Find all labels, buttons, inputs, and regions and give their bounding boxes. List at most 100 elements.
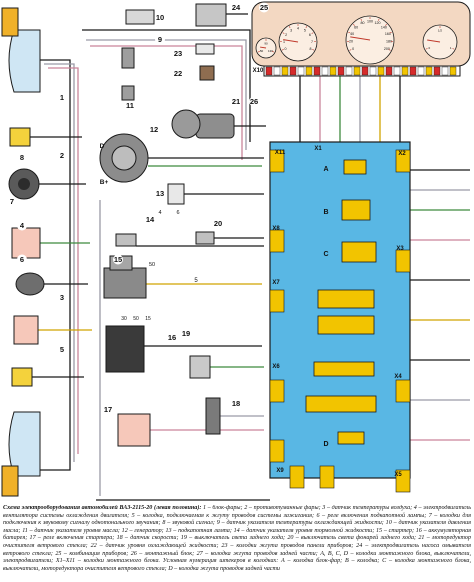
underhood-lamp [167,183,185,205]
mb-connector-6 [305,395,377,413]
headlight-left-bottom [8,411,41,477]
component-badge-20 [213,218,223,229]
battery [105,325,145,373]
wire-2 [48,67,79,454]
tachometer-tickmark-6 [311,32,314,34]
speedometer-tick-5: 100 [367,20,373,24]
wire-10 [86,39,247,150]
connector-label-X6: X6 [272,364,280,370]
mb-connector-0 [343,159,367,175]
tachometer-tick-5: 5 [304,28,306,32]
speedometer-tickmark-8 [389,31,392,34]
tachometer-tick-1: 1 [283,40,285,44]
temp-sensor [125,9,155,25]
mb-connector-2 [341,241,377,263]
cluster-pin-12 [361,66,369,76]
mb-pin-4 [269,439,285,463]
mb-pin-5 [395,149,411,173]
temp-gauge-needle [259,46,267,49]
component-badge-1 [57,92,67,103]
speedometer-tick-3: 60 [354,25,358,29]
component-badge-3 [57,292,67,303]
speedometer-tick-7: 140 [381,25,387,29]
component-number-20: 20 [214,219,222,228]
component-badge-13 [155,188,165,199]
cluster-pin-10 [345,66,353,76]
component-number-9: 9 [158,35,162,44]
cluster-pin-11 [353,66,361,76]
wire-0 [40,59,71,471]
oil-pressure-sensor [121,85,135,101]
component-number-24: 24 [232,3,241,12]
temp-gauge-tick-1: 90 [264,42,268,46]
fuel-gauge-needle [427,39,441,43]
speedometer-tickmark-3 [353,24,355,26]
cluster-pin-0 [265,66,273,76]
generator-terminal-b-plus: B+ [100,179,109,186]
tachometer-tickmark-3 [288,26,291,29]
temp-gauge-tickmark-0 [257,50,260,53]
mb-pin-6 [395,249,411,273]
tachometer-needle [283,39,299,43]
oil-level-sensor [121,47,135,69]
mb-pin-1 [269,229,285,253]
starter-relay [117,413,151,447]
tachometer-tickmark-5 [305,26,308,29]
connector-label-X4: X4 [394,374,402,380]
cluster-pin-23 [449,66,457,76]
component-number-15: 15 [114,255,122,264]
mounting-block [269,141,411,479]
component-badge-7 [7,196,17,207]
connector-label-X2: X2 [398,151,406,157]
component-badge-5 [57,344,67,355]
cluster-pin-6 [313,66,321,76]
mb-pin-3 [269,379,285,403]
speedometer-tick-6: 120 [375,21,381,25]
component-badge-23 [173,48,183,59]
component-number-23: 23 [174,49,182,58]
connector-label-X3: X3 [396,246,404,252]
speedometer-tick-0: 0 [352,47,354,51]
mount-block-letter-D: D [323,441,328,448]
component-number-22: 22 [174,69,182,78]
component-number-19: 19 [182,329,190,338]
component-badge-10 [155,12,165,23]
mount-block-letter-B: B [323,209,328,216]
cluster-pin-13 [369,66,377,76]
component-number-16: 16 [168,333,176,342]
cluster-pin-2 [281,66,289,76]
ignition-pin-30: 30 [121,316,127,322]
component-number-25: 25 [260,3,268,12]
speedometer-tickmark-10 [388,49,391,51]
mb-pin-9 [319,465,335,489]
component-badge-19 [181,328,191,339]
starter [103,267,147,299]
tachometer-tick-2: 2 [285,33,287,37]
component-badge-9 [155,34,165,45]
wire-1 [44,63,75,462]
component-badge-22 [173,68,183,79]
fuel-gauge-tickmark-0 [425,48,428,50]
component-badge-11 [125,100,135,111]
cluster-pin-14 [377,66,385,76]
wiper-motor [195,113,235,139]
mb-connector-4 [317,315,375,335]
mounting-block-connectors [269,149,411,493]
component-badge-2 [57,150,67,161]
tachometer-tickmark-8 [312,48,315,51]
speedometer-tick-8: 160 [385,32,391,36]
component-number-7: 7 [10,197,14,206]
caption-title: Схема электрооборудования автомобилей ВА… [3,505,202,511]
component-number-26: 26 [250,97,258,106]
harness-block [195,43,215,55]
component-number-1: 1 [60,93,64,102]
component-number-12: 12 [150,125,158,134]
mb-pin-7 [395,379,411,403]
connector-label-X8: X8 [272,226,280,232]
component-number-4: 4 [20,221,25,230]
temp-gauge-tick-2: 130 [268,49,273,53]
cluster-pin-3 [289,66,297,76]
tachometer-tick-7: 7 [311,40,313,44]
